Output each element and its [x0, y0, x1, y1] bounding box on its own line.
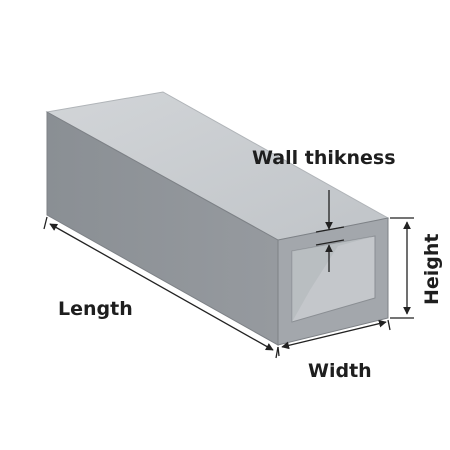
width-label: Width — [308, 360, 372, 382]
wall-thickness-tick-outer — [315, 226, 345, 233]
height-label: Height — [421, 233, 443, 305]
width-extension-left — [277, 346, 280, 357]
wall-thickness-tick-inner — [315, 239, 345, 246]
width-dimension-line — [281, 319, 387, 350]
width-extension-right — [387, 319, 391, 331]
length-extension-left — [43, 216, 48, 230]
tube-inner-shadow — [292, 236, 375, 322]
length-dimension-line — [49, 223, 274, 351]
wall-thickness-label: Wall thikness — [252, 147, 396, 169]
length-label: Length — [58, 298, 133, 320]
